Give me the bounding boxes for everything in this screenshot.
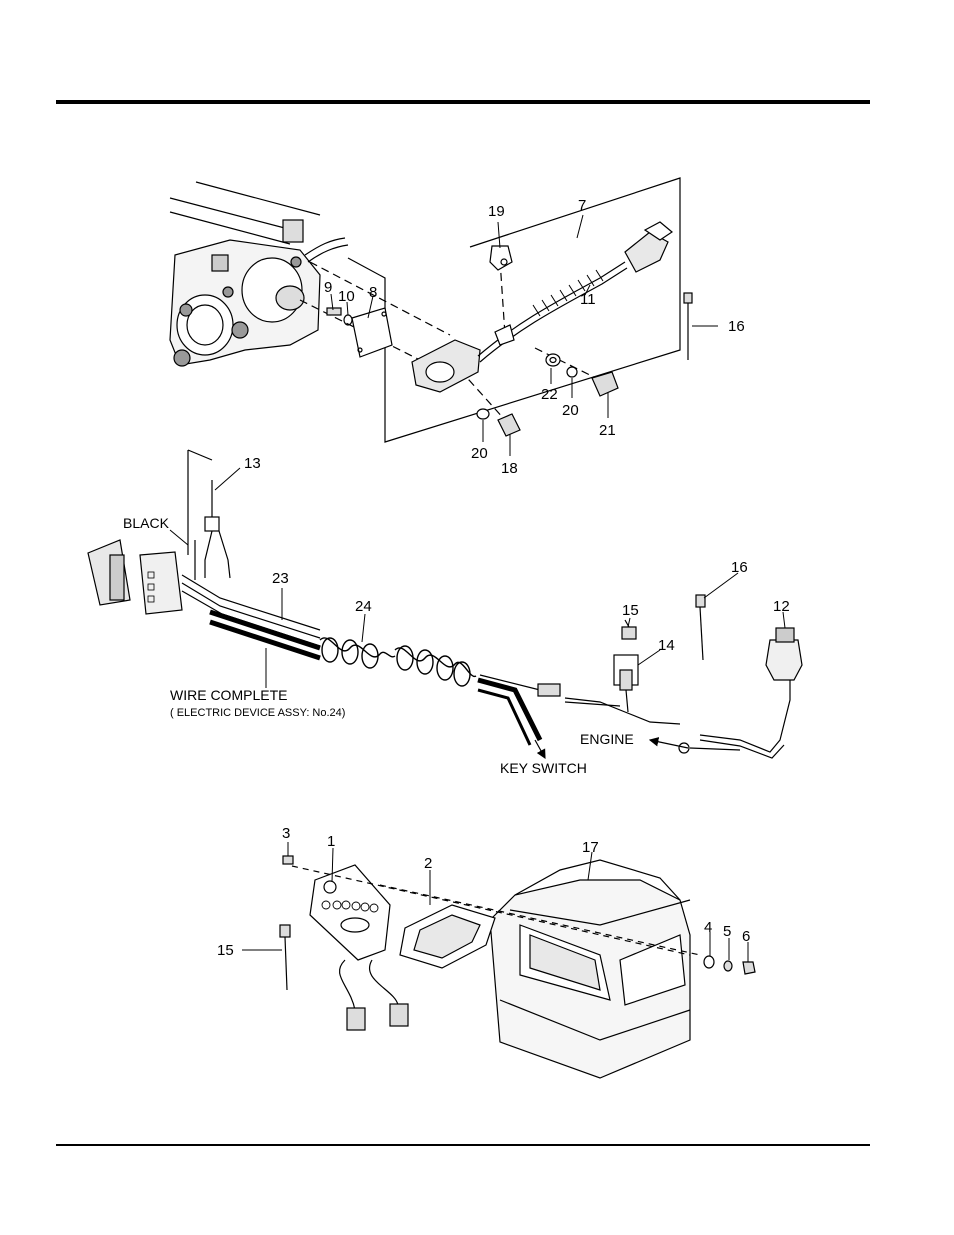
- callout-16-mid: 16: [731, 559, 748, 576]
- callout-23: 23: [272, 570, 289, 587]
- top-assembly: [170, 178, 692, 442]
- label-wire-complete: WIRE COMPLETE: [170, 687, 287, 703]
- callout-12: 12: [773, 598, 790, 615]
- callout-10: 10: [338, 288, 355, 305]
- bottom-assembly: [280, 856, 755, 1078]
- label-black: BLACK: [123, 515, 170, 531]
- callout-9: 9: [324, 279, 332, 296]
- label-key-switch: KEY SWITCH: [500, 760, 587, 776]
- callout-20-top: 20: [562, 402, 579, 419]
- callout-2: 2: [424, 855, 432, 872]
- callout-1: 1: [327, 833, 335, 850]
- label-wire-complete-note: ( ELECTRIC DEVICE ASSY: No.24): [170, 707, 345, 719]
- middle-leaders: [170, 468, 785, 688]
- callout-18: 18: [501, 460, 518, 477]
- callout-20-bottom: 20: [471, 445, 488, 462]
- text-labels: BLACK WIRE COMPLETE ( ELECTRIC DEVICE AS…: [123, 515, 634, 776]
- callout-15-mid: 15: [622, 602, 639, 619]
- callout-4: 4: [704, 919, 712, 936]
- callout-14: 14: [658, 637, 675, 654]
- callout-21: 21: [599, 422, 616, 439]
- callout-16-top: 16: [728, 318, 745, 335]
- callout-11: 11: [580, 291, 596, 308]
- callout-15-bottom: 15: [217, 942, 234, 959]
- callout-17: 17: [582, 839, 599, 856]
- callout-8: 8: [369, 284, 377, 301]
- callout-3: 3: [282, 825, 290, 842]
- callout-13: 13: [244, 455, 261, 472]
- callout-24: 24: [355, 598, 372, 615]
- callout-5: 5: [723, 923, 731, 940]
- callout-19: 19: [488, 203, 505, 220]
- callout-6: 6: [742, 928, 750, 945]
- callout-22: 22: [541, 386, 558, 403]
- callout-7: 7: [578, 197, 586, 214]
- label-engine: ENGINE: [580, 731, 634, 747]
